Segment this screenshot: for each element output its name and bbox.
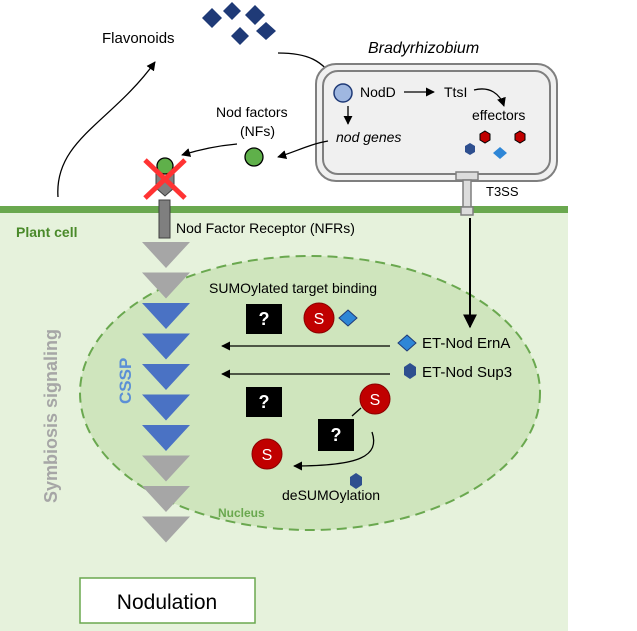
nod-factors-label: Nod factors — [216, 104, 288, 120]
cross-icon — [143, 158, 187, 200]
signaling-cascade — [142, 242, 190, 543]
flavonoid-diamond — [202, 8, 222, 28]
flavonoid-release-arrow — [57, 61, 156, 198]
unknown-target-box — [246, 387, 282, 417]
desumoylation-label: deSUMOylation — [282, 487, 380, 503]
signal-triangle — [142, 486, 190, 512]
flavonoid-diamond — [256, 22, 276, 40]
effector-blue-diamond — [493, 147, 507, 159]
signal-triangle — [142, 242, 190, 268]
signal-triangle — [142, 516, 190, 543]
sumo-letter: S — [314, 311, 325, 328]
cssp-signal-triangle — [142, 303, 190, 329]
flavonoids-label: Flavonoids — [102, 30, 175, 47]
signal-triangle — [142, 455, 190, 482]
effector-blue-hexagon — [465, 143, 475, 155]
plant-cell-label: Plant cell — [16, 224, 77, 240]
cssp-signal-triangle — [142, 333, 190, 360]
sumo-icon — [359, 383, 391, 415]
sumo-link — [351, 407, 362, 417]
t3ss-base — [455, 171, 479, 181]
erna-label: ET-Nod ErnA — [422, 335, 510, 352]
bound-nod-factor — [156, 157, 174, 175]
unknown-target-box — [246, 304, 282, 334]
cssp-signal-triangle — [142, 364, 190, 390]
erna-diamond-icon — [397, 334, 417, 352]
flavonoid-molecules — [202, 2, 276, 45]
plasma-membrane — [0, 206, 568, 213]
unknown-target-mark: ? — [331, 425, 342, 445]
nodd-protein-icon — [333, 83, 353, 103]
nodulation-label: Nodulation — [117, 591, 217, 614]
t3ss-label: T3SS — [486, 184, 519, 199]
unknown-target-mark: ? — [259, 392, 270, 412]
effector-red-hexagon — [514, 130, 526, 144]
effector-red-hexagon — [479, 130, 491, 144]
effectors-label: effectors — [472, 107, 525, 123]
ttsi-label: TtsI — [444, 84, 467, 100]
flavonoid-diamond — [231, 27, 249, 45]
sumo-icon — [303, 302, 335, 334]
sumo-letter: S — [262, 447, 273, 464]
nod-genes-to-nf-arrow — [277, 140, 329, 160]
bacterium-name: Bradyrhizobium — [368, 40, 479, 57]
sup3-label: ET-Nod Sup3 — [422, 364, 512, 381]
sup3-hexagon-icon — [404, 363, 416, 379]
cssp-signal-triangle — [142, 394, 190, 421]
symbiosis-signaling-label: Symbiosis signaling — [41, 329, 61, 503]
nodd-label: NodD — [360, 84, 396, 100]
erna-effector-icon — [338, 309, 358, 327]
unknown-target-box — [318, 419, 354, 451]
nodulation-box — [79, 577, 256, 624]
sumo-icon — [251, 438, 283, 470]
nucleus-label: Nucleus — [218, 506, 265, 520]
nf-to-receptor-arrow — [181, 143, 238, 157]
ttsi-to-effectors-arrow — [473, 88, 506, 107]
t3ss-needle — [462, 179, 472, 208]
nfr-transmembrane — [158, 199, 171, 239]
nod-genes-label: nod genes — [336, 129, 401, 145]
flavonoid-diamond — [245, 5, 265, 25]
desumoylation-arrow — [293, 431, 375, 471]
nod-factor-molecule — [244, 147, 264, 167]
sumo-letter: S — [370, 392, 381, 409]
flavonoid-diamond — [223, 2, 241, 20]
nucleus — [79, 255, 541, 531]
bacterium-inner-membrane — [322, 70, 551, 175]
cssp-signal-triangle — [142, 425, 190, 451]
signal-triangle — [142, 272, 190, 299]
cssp-label: CSSP — [116, 358, 135, 404]
sup3-hexagon-icon — [350, 473, 362, 489]
sumo-binding-label: SUMOylated target binding — [209, 280, 377, 296]
unknown-target-mark: ? — [259, 309, 270, 329]
t3ss-tip — [460, 206, 474, 216]
nod-factors-abbrev: (NFs) — [240, 123, 275, 139]
nfr-label: Nod Factor Receptor (NFRs) — [176, 220, 355, 236]
